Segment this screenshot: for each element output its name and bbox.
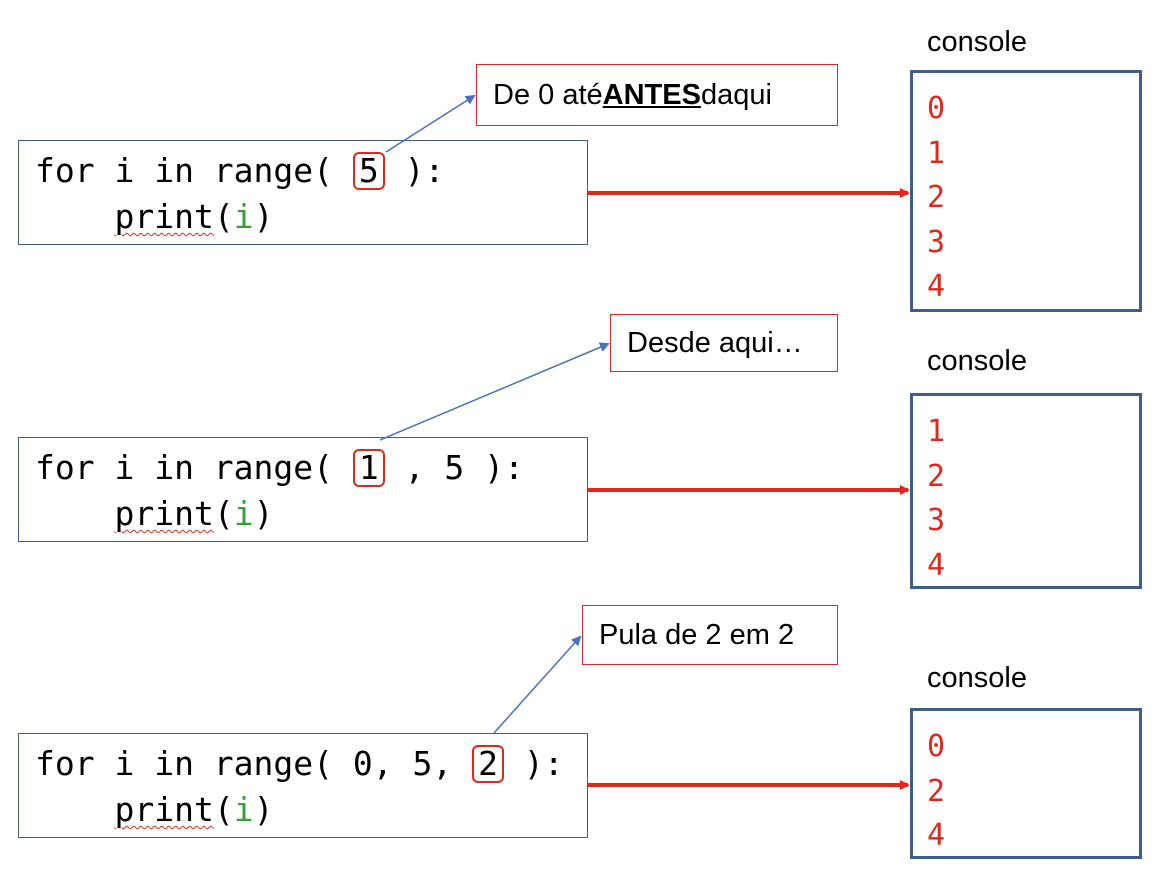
code-line-print: print(i) bbox=[35, 197, 273, 237]
pointer-arrow-3 bbox=[493, 635, 582, 734]
console-output-line: 1 bbox=[927, 414, 946, 449]
console-output-line: 2 bbox=[927, 180, 946, 215]
console-label-3: console bbox=[927, 662, 1027, 694]
console-label-1: console bbox=[927, 26, 1027, 58]
console-output-line: 1 bbox=[927, 135, 946, 171]
code-line-for: for i in range( 0, 5, 2 ): bbox=[35, 744, 564, 784]
callout-text: Desde aqui… bbox=[627, 326, 803, 359]
highlighted-argument: 5 bbox=[352, 152, 385, 190]
code-box-1: for i in range( 5 ): print(i) bbox=[18, 140, 588, 245]
callout-1: De 0 até ANTES daqui bbox=[476, 64, 838, 126]
function-name: print bbox=[114, 494, 214, 533]
console-label-2: console bbox=[927, 345, 1027, 377]
code-line-for: for i in range( 1 , 5 ): bbox=[35, 448, 524, 488]
callout-text: De 0 até bbox=[493, 78, 603, 111]
paren: ( bbox=[213, 790, 234, 829]
code-text: ): bbox=[503, 744, 564, 783]
console-output-line: 3 bbox=[927, 503, 946, 538]
paren: ) bbox=[253, 494, 274, 533]
paren: ( bbox=[213, 494, 234, 533]
code-text: , 5 ): bbox=[384, 448, 524, 487]
code-text: for i in range( bbox=[35, 151, 353, 190]
callout-text: daqui bbox=[700, 78, 772, 111]
function-name: print bbox=[114, 790, 214, 829]
console-box-2: 1 2 3 4 bbox=[910, 393, 1142, 589]
console-output-line: 0 bbox=[927, 729, 946, 764]
console-output-line: 0 bbox=[927, 91, 946, 126]
paren: ) bbox=[253, 790, 274, 829]
code-line-print: print(i) bbox=[35, 494, 273, 534]
pointer-arrow-2 bbox=[379, 342, 610, 441]
function-name: print bbox=[114, 197, 214, 236]
code-box-3: for i in range( 0, 5, 2 ): print(i) bbox=[18, 733, 588, 838]
variable: i bbox=[233, 197, 254, 236]
pointer-arrow-1 bbox=[385, 94, 476, 153]
code-text: for i in range( bbox=[35, 448, 353, 487]
variable: i bbox=[233, 494, 254, 533]
code-text: for i in range( 0, 5, bbox=[35, 744, 473, 783]
console-output-line: 4 bbox=[927, 818, 946, 853]
callout-2: Desde aqui… bbox=[610, 314, 838, 372]
console-box-3: 0 2 4 bbox=[910, 708, 1142, 859]
console-output-line: 2 bbox=[927, 458, 946, 494]
code-line-print: print(i) bbox=[35, 790, 273, 830]
code-text: ): bbox=[384, 151, 445, 190]
code-line-for: for i in range( 5 ): bbox=[35, 151, 444, 191]
highlighted-argument: 1 bbox=[352, 449, 385, 487]
console-output-line: 3 bbox=[927, 224, 946, 260]
callout-3: Pula de 2 em 2 bbox=[582, 605, 838, 665]
callout-text: Pula de 2 em 2 bbox=[599, 618, 795, 651]
paren: ) bbox=[253, 197, 274, 236]
console-box-1: 0 1 2 3 4 bbox=[910, 70, 1142, 312]
paren: ( bbox=[213, 197, 234, 236]
variable: i bbox=[233, 790, 254, 829]
highlighted-argument: 2 bbox=[472, 745, 504, 783]
console-output-line: 2 bbox=[927, 773, 946, 809]
callout-emphasis: ANTES bbox=[602, 78, 701, 111]
console-output-line: 4 bbox=[927, 269, 946, 304]
code-box-2: for i in range( 1 , 5 ): print(i) bbox=[18, 437, 588, 542]
console-output-line: 4 bbox=[927, 547, 946, 583]
